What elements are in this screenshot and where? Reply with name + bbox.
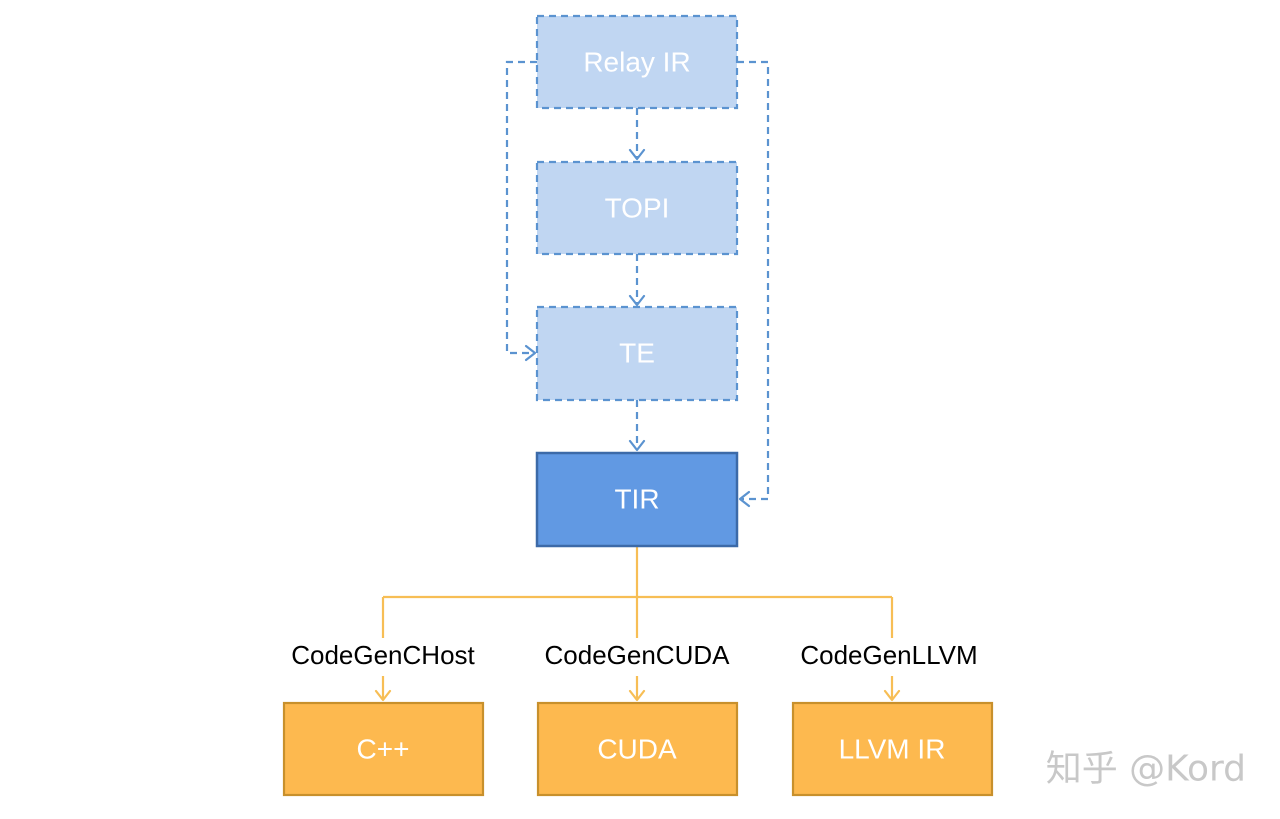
arrowhead-cpp <box>374 689 392 702</box>
node-relay-ir-box <box>535 14 739 110</box>
dashed-arrowheads <box>524 148 751 508</box>
arrowhead-tir-right <box>738 490 751 508</box>
edge-relay-to-tir <box>737 60 770 501</box>
node-te: TE <box>535 305 739 402</box>
label-codegen-llvm: CodeGenLLVM <box>800 640 977 670</box>
node-tir: TIR <box>535 451 739 548</box>
node-cuda-label: CUDA <box>597 734 677 765</box>
edge-relay-to-te <box>505 60 537 355</box>
node-tir-label: TIR <box>614 484 659 515</box>
node-llvm-ir-box <box>791 701 994 797</box>
arrowhead-tir-top <box>628 439 646 452</box>
node-tir-box <box>535 451 739 548</box>
arrowhead-te-left <box>524 344 537 362</box>
node-cpp-label: C++ <box>357 734 410 765</box>
node-relay-ir: Relay IR <box>535 14 739 110</box>
label-codegen-cuda: CodeGenCUDA <box>545 640 731 670</box>
arrowhead-cuda <box>628 689 646 702</box>
node-te-box <box>535 305 739 402</box>
node-topi: TOPI <box>535 160 739 256</box>
node-cpp-box <box>282 701 485 797</box>
node-cpp: C++ <box>282 701 485 797</box>
node-topi-label: TOPI <box>605 193 670 224</box>
node-llvm-ir-label: LLVM IR <box>839 734 946 765</box>
arrowhead-te-top <box>628 294 646 307</box>
codegen-edges <box>381 546 894 698</box>
label-codegen-chost: CodeGenCHost <box>291 640 475 670</box>
node-cuda: CUDA <box>536 701 739 797</box>
codegen-arrowheads <box>374 689 901 702</box>
arrowhead-topi <box>628 148 646 161</box>
node-cuda-box <box>536 701 739 797</box>
watermark: 知乎 @Kord <box>1046 749 1246 790</box>
node-topi-box <box>535 160 739 256</box>
node-te-label: TE <box>619 338 655 369</box>
node-relay-ir-label: Relay IR <box>583 47 690 78</box>
node-llvm-ir: LLVM IR <box>791 701 994 797</box>
arrowhead-llvmir <box>883 689 901 702</box>
dashed-edges <box>505 60 770 501</box>
